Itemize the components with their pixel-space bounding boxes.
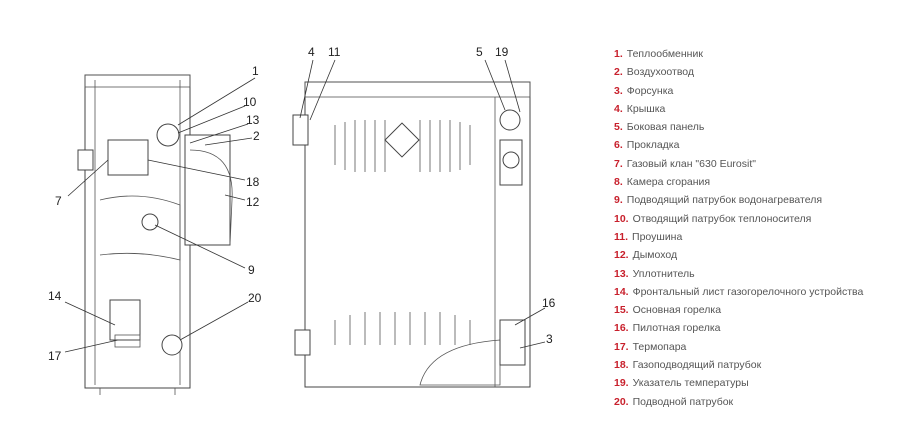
legend-item: 6.Прокладка: [614, 136, 863, 154]
temperature-gauge: [499, 109, 521, 131]
callout-7: 7: [55, 194, 62, 208]
legend-item: 3.Форсунка: [614, 82, 863, 100]
burner-front: [109, 299, 141, 341]
legend-item: 13.Уплотнитель: [614, 265, 863, 283]
legend-item: 11.Проушина: [614, 228, 863, 246]
legend-item: 17.Термопара: [614, 338, 863, 356]
legend-number: 10.: [614, 212, 629, 225]
legend-text: Теплообменник: [626, 48, 703, 60]
boiler-body-side: [304, 81, 531, 388]
legend-item: 16.Пилотная горелка: [614, 319, 863, 337]
callout-2: 2: [253, 129, 260, 143]
legend-number: 4.: [614, 102, 623, 115]
vent-grille-top: [334, 120, 471, 172]
legend-text: Проушина: [632, 230, 683, 243]
chimney-pipe: [184, 134, 231, 246]
legend-item: 15.Основная горелка: [614, 301, 863, 319]
legend-number: 13.: [614, 267, 629, 280]
callout-17: 17: [48, 349, 62, 363]
legend-number: 7.: [614, 157, 623, 170]
callout-labels: 1 10 13 2 18 12 9 7 14 17 20 4 11 5 19 1…: [48, 45, 556, 363]
vent-grille-bottom: [334, 312, 471, 345]
legend-text: Газовый клан "630 Eurosit": [626, 157, 756, 170]
side-view: [292, 81, 531, 388]
legend-text: Газоподводящий патрубок: [632, 359, 762, 372]
callout-12: 12: [246, 195, 260, 209]
legend-item: 1.Теплообменник: [614, 45, 863, 63]
inlet-pipe: [141, 213, 159, 231]
legend-number: 11.: [614, 230, 629, 243]
legend-number: 3.: [614, 84, 623, 97]
gas-valve: [107, 139, 149, 176]
legend-number: 15.: [614, 304, 629, 317]
legend-number: 8.: [614, 176, 623, 189]
outlet-pipe: [156, 123, 180, 147]
legend-text: Форсунка: [626, 84, 674, 97]
legend-item: 14.Фронтальный лист газогорелочного устр…: [614, 283, 863, 301]
callout-10: 10: [243, 95, 257, 109]
legend-item: 2.Воздухоотвод: [614, 63, 863, 81]
legend-number: 6.: [614, 139, 623, 152]
legend-number: 5.: [614, 121, 623, 134]
legend-item: 8.Камера сгорания: [614, 173, 863, 191]
callout-16: 16: [542, 296, 556, 310]
lug: [292, 114, 309, 146]
legend-text: Отводящий патрубок теплоносителя: [632, 212, 812, 225]
legend-text: Пилотная горелка: [632, 322, 721, 335]
legend-item: 20.Подводной патрубок: [614, 393, 863, 411]
callout-3: 3: [546, 332, 553, 346]
legend-number: 9.: [614, 194, 623, 207]
legend-number: 17.: [614, 340, 629, 353]
front-view: [77, 74, 233, 395]
legend-item: 19.Указатель температуры: [614, 374, 863, 392]
legend-text: Подводящий патрубок водонагревателя: [626, 194, 823, 207]
callout-18: 18: [246, 175, 260, 189]
logo-badge: [384, 122, 420, 158]
legend-item: 9.Подводящий патрубок водонагревателя: [614, 191, 863, 209]
callout-9: 9: [248, 263, 255, 277]
legend-text: Воздухоотвод: [626, 66, 695, 79]
callout-1: 1: [252, 64, 259, 78]
legend-item: 5.Боковая панель: [614, 118, 863, 136]
legend-number: 16.: [614, 322, 629, 335]
legend-text: Дымоход: [632, 249, 678, 262]
legend-text: Основная горелка: [632, 304, 722, 317]
legend-item: 7.Газовый клан "630 Eurosit": [614, 155, 863, 173]
legend-number: 1.: [614, 48, 623, 60]
legend-text: Термопара: [632, 340, 687, 353]
legend-text: Прокладка: [626, 139, 680, 152]
callout-4: 4: [308, 45, 315, 59]
legend-text: Камера сгорания: [626, 176, 711, 189]
callout-19: 19: [495, 45, 509, 59]
legend-number: 20.: [614, 395, 629, 408]
legend-number: 2.: [614, 66, 623, 79]
callout-13: 13: [246, 113, 260, 127]
legend-number: 19.: [614, 377, 629, 390]
legend-text: Подводной патрубок: [632, 395, 734, 408]
legend-text: Крышка: [626, 102, 666, 115]
legend-number: 14.: [614, 285, 629, 298]
legend-text: Указатель температуры: [632, 377, 749, 390]
callout-5: 5: [476, 45, 483, 59]
legend-item: 12.Дымоход: [614, 246, 863, 264]
callout-14: 14: [48, 289, 62, 303]
legend-text: Боковая панель: [626, 121, 705, 134]
legend-text: Уплотнитель: [632, 267, 695, 280]
callout-11: 11: [328, 45, 341, 59]
legend-item: 10.Отводящий патрубок теплоносителя: [614, 210, 863, 228]
legend-number: 18.: [614, 359, 629, 372]
legend-item: 18.Газоподводящий патрубок: [614, 356, 863, 374]
callout-20: 20: [248, 291, 262, 305]
supply-pipe: [161, 334, 183, 356]
legend-number: 12.: [614, 249, 629, 262]
leader-lines: [64, 59, 546, 353]
legend-item: 4.Крышка: [614, 100, 863, 118]
pilot-burner: [499, 319, 526, 366]
legend-text: Фронтальный лист газогорелочного устройс…: [632, 285, 864, 298]
